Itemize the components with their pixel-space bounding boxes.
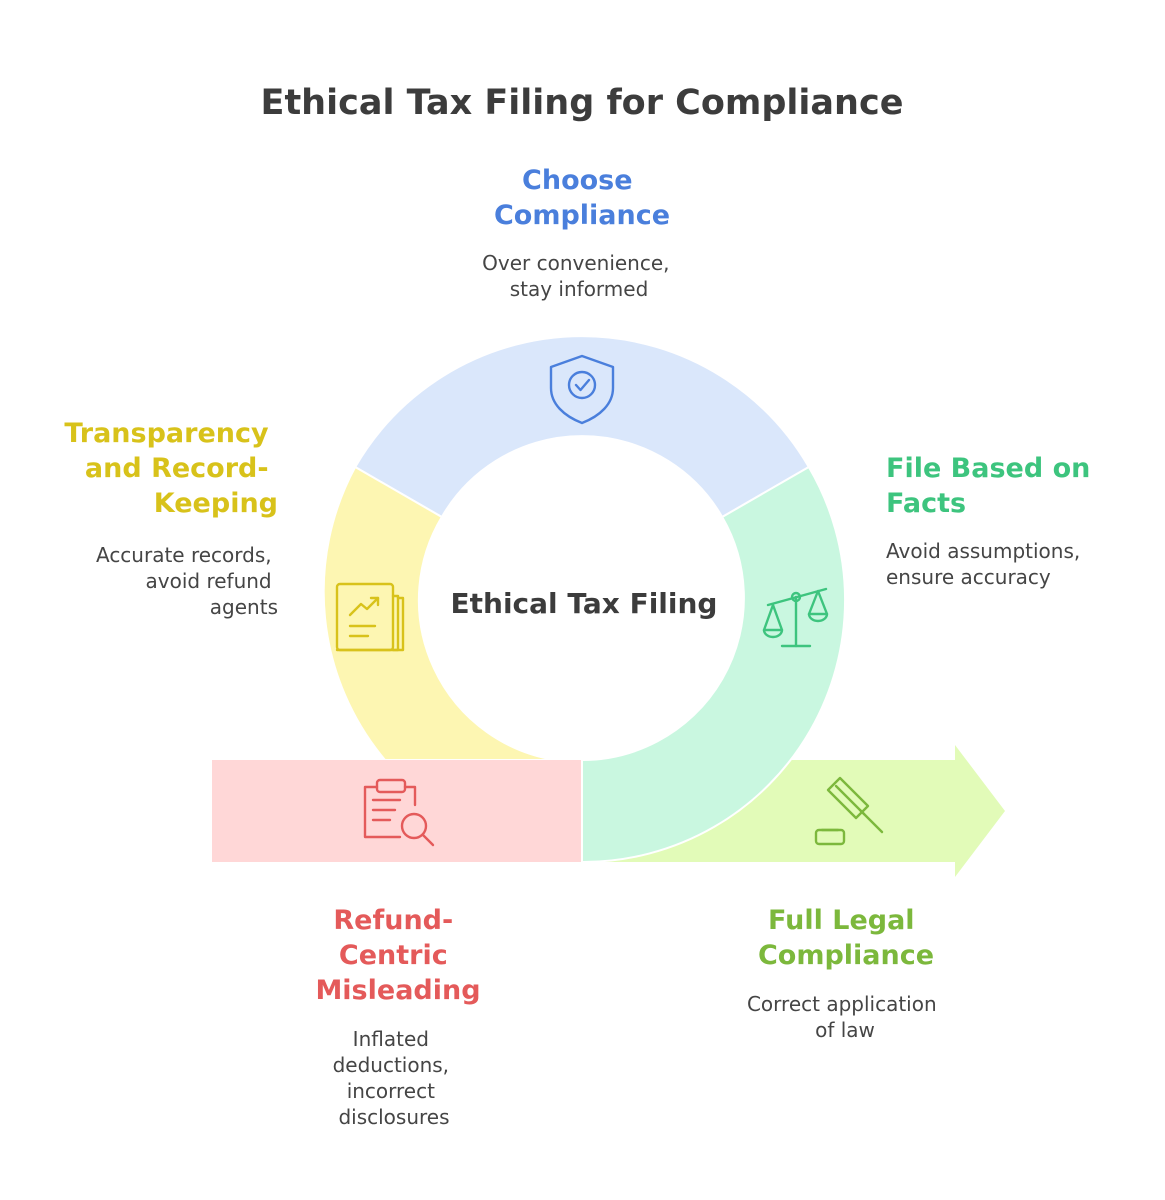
description-line: avoid refund xyxy=(146,569,272,593)
heading-line: File Based on xyxy=(886,453,1090,484)
description-line: Accurate records, xyxy=(96,543,272,567)
shield-check-icon xyxy=(549,354,615,425)
heading-line: Misleading xyxy=(315,975,480,1006)
description-line: disclosures xyxy=(338,1105,449,1129)
report-chart-icon xyxy=(335,582,405,652)
description-line: ensure accuracy xyxy=(886,565,1051,589)
heading-line: Compliance xyxy=(494,200,670,231)
description-line: Avoid assumptions, xyxy=(886,539,1080,563)
refund-centric-bar xyxy=(212,760,581,862)
heading-line: Full Legal xyxy=(768,905,915,936)
heading-line: Choose xyxy=(522,165,633,196)
description-line: deductions, xyxy=(333,1053,449,1077)
heading-line: Compliance xyxy=(758,940,934,971)
file-based-on-facts-heading: File Based on Facts xyxy=(886,453,1100,519)
file-based-on-facts-description: Avoid assumptions, ensure accuracy xyxy=(886,539,1087,589)
transparency-description: Accurate records, avoid refund agents xyxy=(96,543,278,619)
heading-line: Transparency xyxy=(64,418,269,449)
description-line: Inflated xyxy=(353,1027,429,1051)
heading-line: Facts xyxy=(886,488,966,519)
transparency-heading: Transparency and Record- Keeping xyxy=(64,418,278,519)
description-line: stay informed xyxy=(510,277,649,301)
description-line: agents xyxy=(210,595,278,619)
scales-icon xyxy=(762,587,829,648)
refund-centric-heading: Refund- Centric Misleading xyxy=(315,905,480,1006)
center-label: Ethical Tax Filing xyxy=(451,587,718,620)
file-based-on-facts-segment xyxy=(581,465,847,864)
heading-line: and Record- xyxy=(85,453,269,484)
heading-line: Refund- xyxy=(333,905,453,936)
gavel-icon xyxy=(814,776,884,846)
transparency-segment xyxy=(322,465,556,761)
choose-compliance-description: Over convenience, stay informed xyxy=(482,251,676,301)
legal-compliance-heading: Full Legal Compliance xyxy=(758,905,934,971)
clipboard-search-icon xyxy=(363,778,435,847)
description-line: Over convenience, xyxy=(482,251,669,275)
page-title: Ethical Tax Filing for Compliance xyxy=(261,83,904,123)
legal-compliance-arrow xyxy=(600,745,1005,877)
description-line: Correct application xyxy=(747,992,937,1016)
choose-compliance-segment xyxy=(353,335,811,519)
choose-compliance-heading: Choose Compliance xyxy=(494,165,670,231)
refund-centric-description: Inflated deductions, incorrect disclosur… xyxy=(333,1027,456,1129)
legal-compliance-description: Correct application of law xyxy=(747,992,943,1042)
heading-line: Centric xyxy=(339,940,448,971)
description-line: of law xyxy=(815,1018,875,1042)
heading-line: Keeping xyxy=(154,488,278,519)
description-line: incorrect xyxy=(347,1079,435,1103)
